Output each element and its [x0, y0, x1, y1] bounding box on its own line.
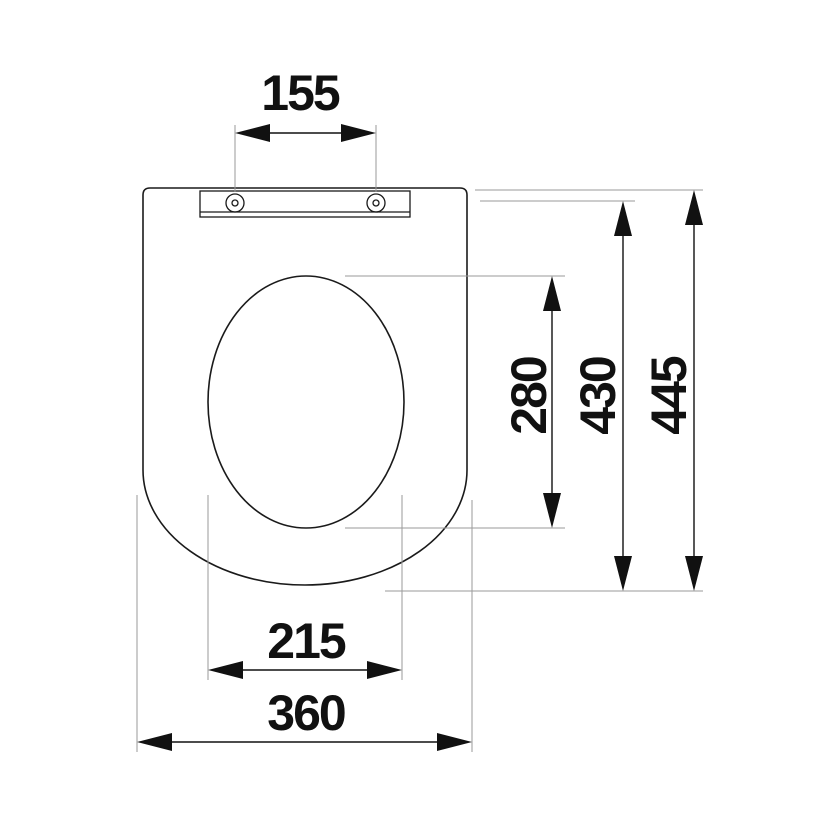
seat-outline: [142, 187, 468, 586]
opening-length-label: 280: [501, 357, 557, 435]
dimension-hinge-spacing: 155: [234, 65, 377, 192]
hinge-bolt-left: [225, 193, 245, 213]
seat-length-label: 430: [570, 357, 626, 435]
dimension-opening-length: 280: [501, 276, 561, 528]
overall-width-label: 360: [267, 685, 345, 741]
dimension-seat-length: 430: [570, 201, 632, 591]
hinge-bolt-right: [366, 193, 386, 213]
dimension-overall-width: 360: [136, 495, 473, 752]
dimension-opening-width: 215: [207, 495, 403, 680]
seat-opening: [207, 275, 405, 529]
vertical-extension-lines: [345, 189, 703, 592]
hinge-spacing-label: 155: [261, 65, 340, 121]
overall-length-label: 445: [641, 356, 697, 435]
dimension-overall-length: 445: [641, 190, 703, 591]
opening-width-label: 215: [267, 613, 346, 669]
